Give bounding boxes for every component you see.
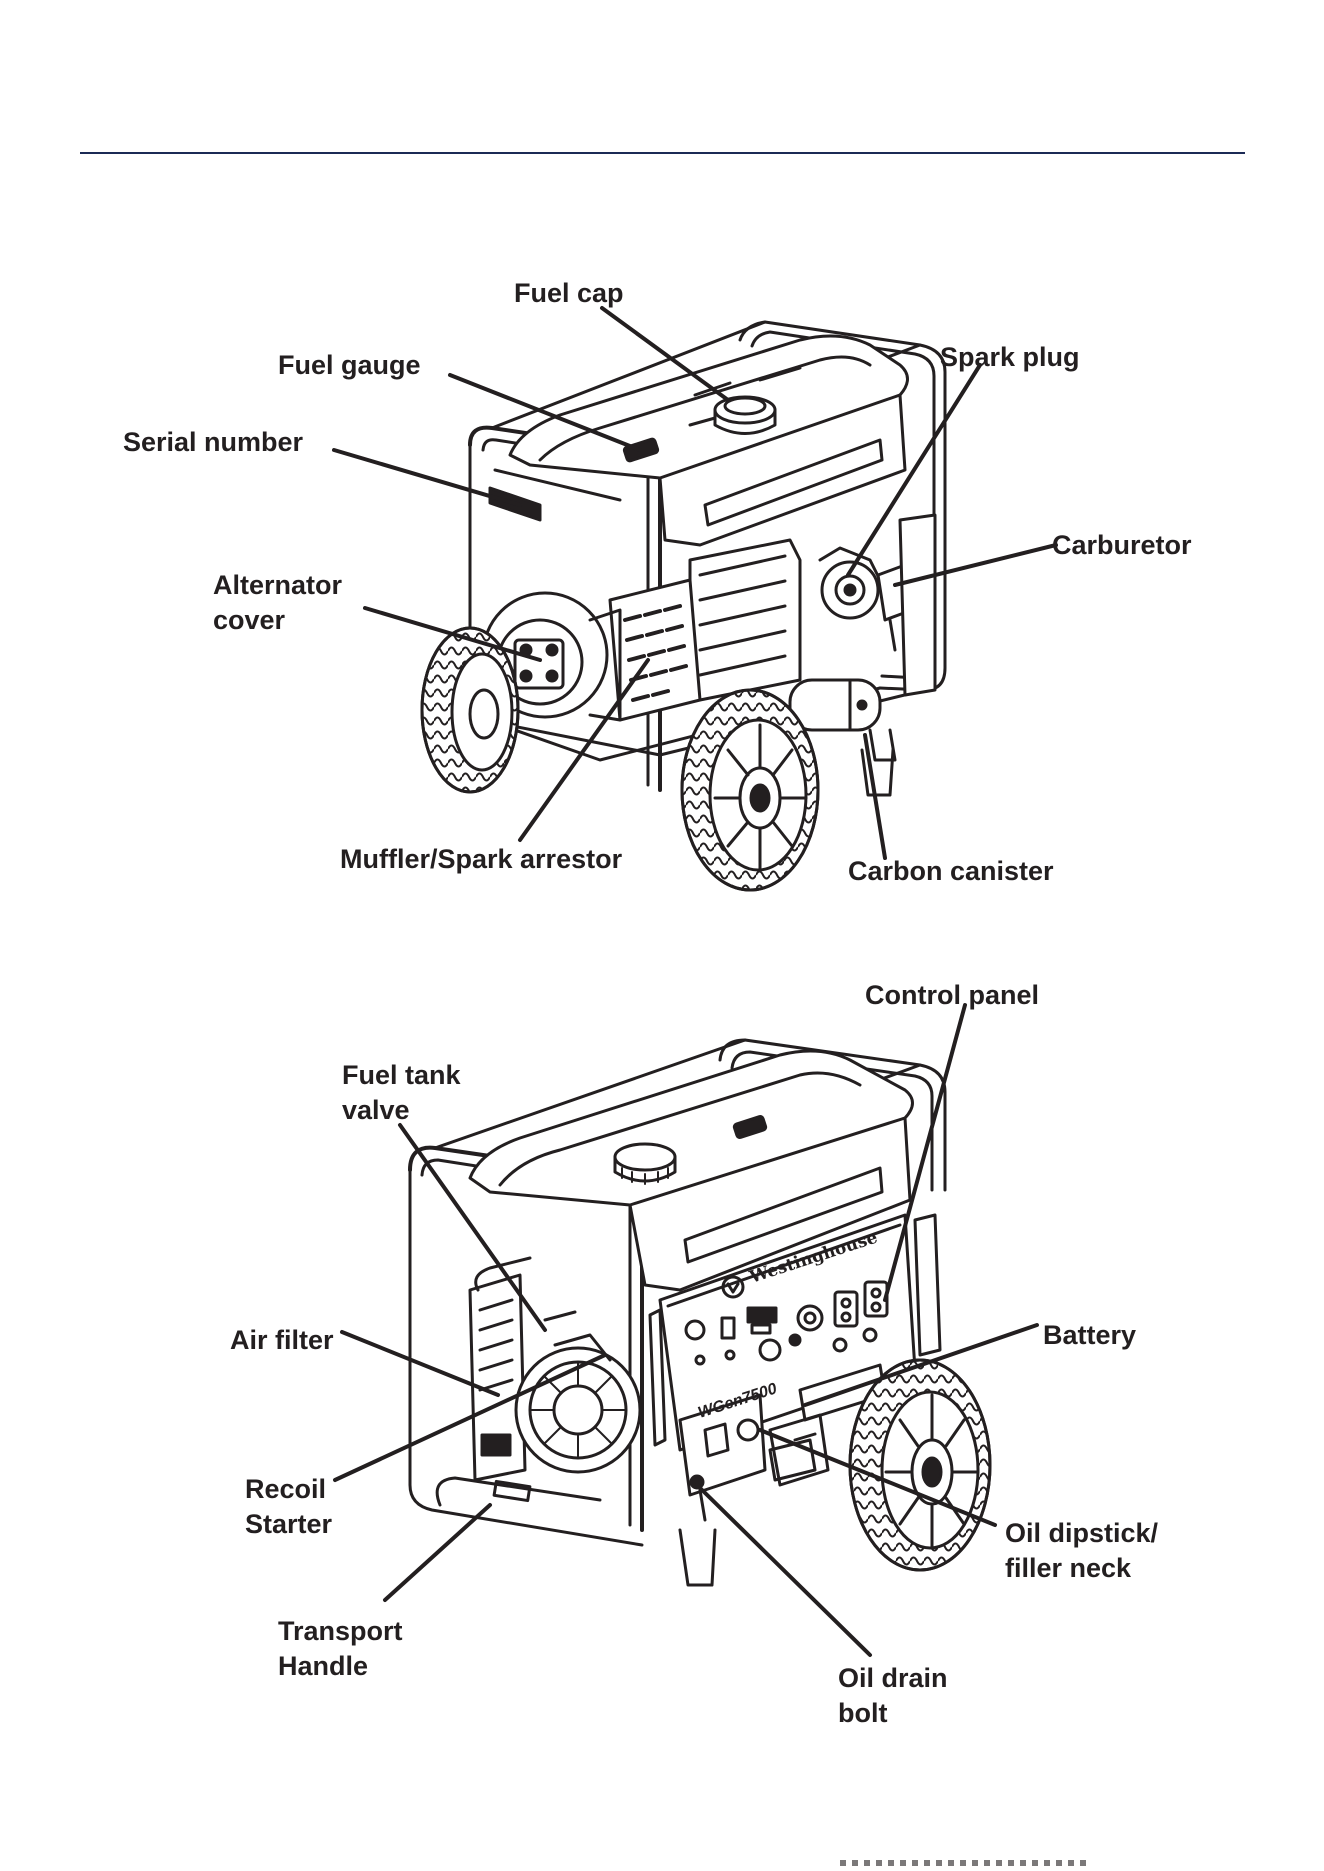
label-carbon-canister: Carbon canister <box>848 854 1054 889</box>
label-serial-number: Serial number <box>123 425 303 460</box>
label-spark-plug: Spark plug <box>940 340 1080 375</box>
label-oil-dipstick-filler-neck: Oil dipstick/ filler neck <box>1005 1516 1158 1586</box>
label-fuel-gauge: Fuel gauge <box>278 348 421 383</box>
label-fuel-cap: Fuel cap <box>514 276 624 311</box>
label-recoil-starter: Recoil Starter <box>245 1472 332 1542</box>
label-fuel-tank-valve: Fuel tank valve <box>342 1058 461 1128</box>
generator-rear-view <box>422 322 945 890</box>
label-control-panel: Control panel <box>865 978 1039 1013</box>
label-air-filter: Air filter <box>230 1323 334 1358</box>
label-carburetor: Carburetor <box>1052 528 1192 563</box>
label-transport-handle: Transport Handle <box>278 1614 403 1684</box>
footer-cut-mark <box>840 1860 1090 1866</box>
label-muffler-spark-arrestor: Muffler/Spark arrestor <box>340 842 622 877</box>
label-oil-drain-bolt: Oil drain bolt <box>838 1661 948 1731</box>
generator-front-view <box>410 1040 990 1585</box>
label-alternator-cover: Alternator cover <box>213 568 342 638</box>
label-battery: Battery <box>1043 1318 1136 1353</box>
